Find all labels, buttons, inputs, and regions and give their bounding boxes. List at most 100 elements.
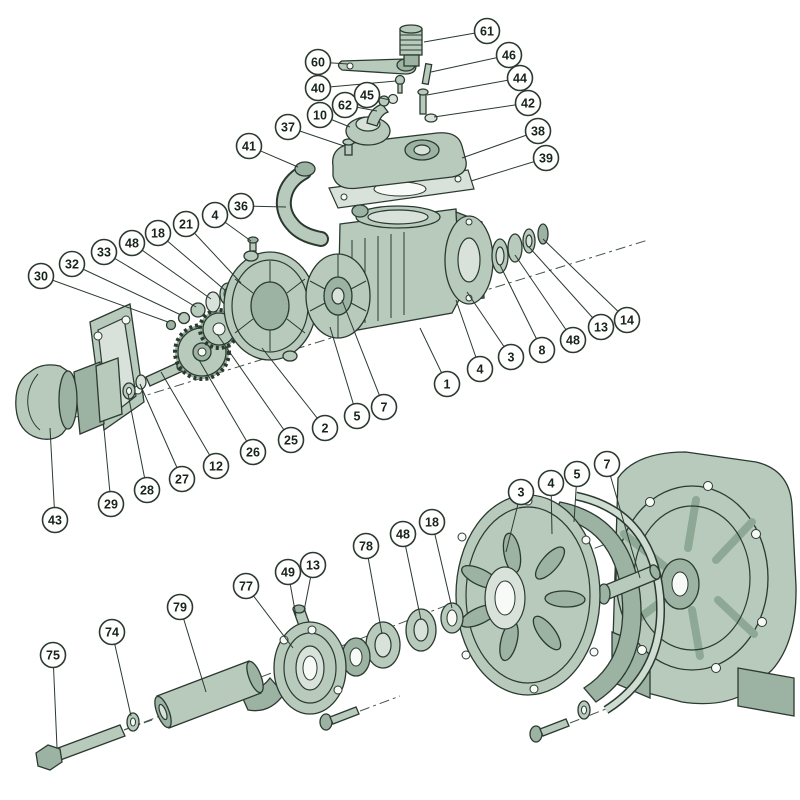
part-62-fitting	[366, 93, 399, 127]
part-44-stud	[417, 88, 429, 115]
leader-line	[157, 232, 227, 292]
callout-1: 1	[419, 327, 461, 398]
part-7-hub	[331, 287, 345, 305]
callout-number: 28	[140, 484, 154, 498]
callout-balloon	[353, 81, 381, 109]
leader-line	[430, 54, 510, 73]
callout-74: 74	[98, 618, 132, 717]
callout-number: 2	[322, 422, 329, 436]
part-46-screw	[421, 62, 433, 86]
callout-32: 32	[58, 250, 182, 316]
callout-number: 21	[179, 218, 193, 232]
callout-number: 42	[521, 97, 535, 111]
callout-balloon	[311, 414, 339, 442]
part-4-shroud	[550, 501, 642, 703]
callout-number: 27	[175, 473, 189, 487]
callout-37: 37	[274, 113, 345, 147]
callout-12: 12	[160, 371, 230, 480]
leader-line	[402, 533, 422, 621]
callout-number: 8	[539, 344, 546, 358]
callout-balloon	[274, 113, 302, 141]
pump-assembly	[35, 451, 797, 771]
callout-5: 5	[329, 326, 371, 430]
callout-4: 4	[455, 299, 494, 383]
callout-38: 38	[461, 117, 552, 159]
callout-number: 79	[173, 601, 187, 615]
leader-line	[111, 631, 132, 717]
callout-balloon	[433, 370, 461, 398]
callout-balloon	[39, 641, 67, 669]
part-61-thread-stub	[399, 24, 423, 67]
callout-balloon	[532, 144, 560, 172]
callout-number: 36	[234, 200, 248, 214]
main-assembly	[15, 204, 549, 440]
leader-line	[329, 326, 358, 417]
leader-line	[341, 299, 385, 408]
callout-balloon	[306, 101, 334, 129]
leader-line	[542, 238, 628, 321]
callout-balloon	[507, 478, 535, 506]
callout-61: 61	[423, 17, 501, 45]
callout-balloon	[299, 551, 327, 579]
callout-balloon	[528, 336, 556, 364]
callout-number: 60	[311, 56, 325, 70]
top-assembly	[276, 24, 475, 247]
callout-number: 32	[65, 258, 79, 272]
callout-33: 33	[90, 238, 197, 308]
leader-line	[179, 606, 207, 693]
callout-number: 3	[518, 486, 525, 500]
leader-line	[49, 427, 56, 521]
callout-13: 13	[528, 246, 615, 341]
callout-number: 48	[566, 334, 580, 348]
callout-4: 4	[201, 201, 252, 242]
leader-line	[514, 254, 574, 341]
callout-number: 74	[105, 626, 119, 640]
callout-75: 75	[39, 641, 67, 749]
callout-number: 45	[360, 89, 374, 103]
part-74-washer	[126, 712, 140, 732]
callout-balloon	[202, 452, 230, 480]
callout-25: 25	[216, 333, 305, 454]
callout-balloon	[90, 238, 118, 266]
callout-number: 12	[209, 460, 223, 474]
callout-number: 75	[46, 649, 60, 663]
callout-79: 79	[166, 593, 207, 693]
callout-43: 43	[41, 427, 69, 534]
callout-8: 8	[499, 264, 556, 364]
callout-5: 5	[563, 460, 591, 523]
leader-line	[365, 545, 383, 635]
callout-60: 60	[304, 48, 349, 76]
drive-hub-inner	[95, 357, 123, 423]
callout-41: 41	[235, 132, 299, 168]
callout-balloon	[370, 393, 398, 421]
leader-line	[431, 521, 453, 609]
callout-balloon	[497, 343, 525, 371]
callout-balloon	[418, 508, 446, 536]
callout-balloon	[274, 558, 302, 586]
callout-number: 33	[97, 246, 111, 260]
callout-balloon	[559, 326, 587, 354]
callout-number: 26	[246, 446, 260, 460]
callout-balloon	[506, 64, 534, 92]
callout-21: 21	[172, 210, 242, 284]
callout-49: 49	[274, 558, 302, 617]
callout-balloon	[593, 450, 621, 478]
callout-3: 3	[505, 478, 535, 553]
callout-number: 25	[284, 434, 298, 448]
callout-number: 4	[477, 363, 484, 377]
part-77-elbow-flange	[238, 621, 347, 715]
leader-line	[103, 251, 197, 308]
callout-balloon	[524, 117, 552, 145]
callout-39: 39	[470, 144, 560, 182]
callout-30: 30	[27, 262, 169, 323]
part-7-shaft	[597, 564, 661, 605]
part-2-cover	[223, 250, 317, 362]
callout-number: 5	[354, 410, 361, 424]
callout-10: 10	[306, 101, 351, 129]
callout-number: 77	[239, 580, 253, 594]
callout-13: 13	[299, 551, 327, 612]
callout-balloon	[343, 402, 371, 430]
callout-62: 62	[331, 91, 378, 119]
callout-number: 49	[281, 566, 295, 580]
